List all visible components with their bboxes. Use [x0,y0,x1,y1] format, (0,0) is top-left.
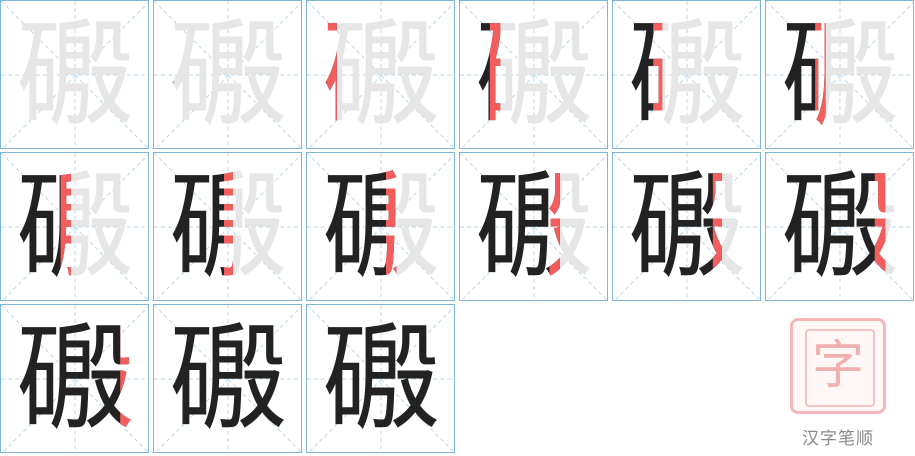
ghost-character: 磤 [16,158,135,296]
cell-guide-lines [460,153,607,300]
ghost-character: 磤 [169,310,288,448]
cell-guide-lines [766,1,913,148]
current-stroke: 磤 [549,153,559,300]
cell-guide-lines [307,305,454,452]
stroke-step-cell: 磤磤磤 [153,304,302,453]
guide-line [614,154,760,300]
written-strokes: 磤 [766,1,825,148]
stroke-step-cell: 磤磤磤 [153,152,302,301]
current-stroke: 磤 [815,1,825,148]
ghost-character: 磤 [628,6,747,144]
guide-line [767,154,913,300]
written-strokes: 磤 [613,1,662,148]
written-strokes: 磤 [307,1,336,148]
guide-line [155,306,301,452]
seal-stamp-icon: 字 [790,318,886,414]
stroke-step-cell: 磤磤磤 [0,304,149,453]
seal-inner-frame [805,329,875,407]
guide-line [2,154,148,300]
written-strokes: 磤 [322,310,441,448]
guide-line [461,2,607,148]
cell-guide-lines [307,1,454,148]
stroke-step-cell: 磤磤磤 [459,0,608,149]
current-stroke: 磤 [386,153,396,300]
current-stroke: 磤 [653,1,662,148]
ghost-character: 磤 [16,6,135,144]
current-stroke: 磤 [284,305,293,452]
ghost-character: 磤 [322,6,441,144]
guide-line [2,2,148,148]
guide-line [155,2,301,148]
brand-label: 汉字笔顺 [802,429,874,449]
current-stroke: 磤 [713,153,722,300]
stroke-step-cell: 磤磤磤 [612,152,761,301]
cell-guide-lines [613,153,760,300]
guide-line [155,154,301,300]
current-stroke: 磤 [875,153,885,300]
cell-guide-lines [154,1,301,148]
stroke-step-cell: 磤磤磤 [306,152,455,301]
written-strokes: 磤 [322,158,441,296]
cell-guide-lines [460,1,607,148]
seal-glyph: 字 [811,336,864,396]
stroke-step-cell: 磤磤磤 [765,0,914,149]
stroke-step-cell: 磤磤磤 [0,0,149,149]
guide-line [308,306,454,452]
written-strokes: 磤 [169,310,288,448]
ghost-character: 磤 [475,6,594,144]
written-strokes: 磤 [1,153,71,300]
ghost-character: 磤 [781,158,900,296]
current-stroke: 磤 [169,158,288,296]
written-strokes: 磤 [169,158,288,296]
current-stroke: 磤 [490,1,500,148]
ghost-character: 磤 [322,158,441,296]
guide-line [308,154,454,300]
written-strokes: 磤 [475,158,594,296]
written-strokes: 磤 [16,310,135,448]
stroke-step-cell: 磤磤磤 [153,0,302,149]
guide-line [461,154,607,300]
guide-line [614,2,760,148]
ghost-character: 磤 [628,158,747,296]
ghost-character: 磤 [781,6,900,144]
guide-line [2,306,148,452]
current-stroke: 磤 [120,305,130,452]
written-strokes: 磤 [460,1,500,148]
ghost-character: 磤 [169,158,288,296]
cell-guide-lines [1,153,148,300]
cell-guide-lines [1,1,148,148]
cell-guide-lines [1,305,148,452]
cell-guide-lines [154,305,301,452]
current-stroke: 磤 [61,153,71,300]
cell-guide-lines [154,153,301,300]
cell-guide-lines [766,153,913,300]
stroke-step-cell: 磤磤 [306,304,455,453]
guide-line [767,2,913,148]
stroke-step-cell: 磤磤磤 [612,0,761,149]
cell-guide-lines [307,153,454,300]
ghost-character: 磤 [16,310,135,448]
guide-line [308,2,454,148]
written-strokes: 磤 [781,158,900,296]
stroke-step-cell: 磤磤磤 [306,0,455,149]
ghost-character: 磤 [322,310,441,448]
current-stroke: 磤 [164,1,173,148]
current-stroke: 磤 [326,1,336,148]
stroke-step-cell: 磤磤磤 [765,152,914,301]
stroke-step-cell: 磤磤磤 [0,152,149,301]
ghost-character: 磤 [475,158,594,296]
ghost-character: 磤 [169,6,288,144]
written-strokes: 磤 [628,158,747,296]
cell-guide-lines [613,1,760,148]
stroke-step-cell: 磤磤磤 [459,152,608,301]
written-strokes: 磤 [154,1,173,148]
